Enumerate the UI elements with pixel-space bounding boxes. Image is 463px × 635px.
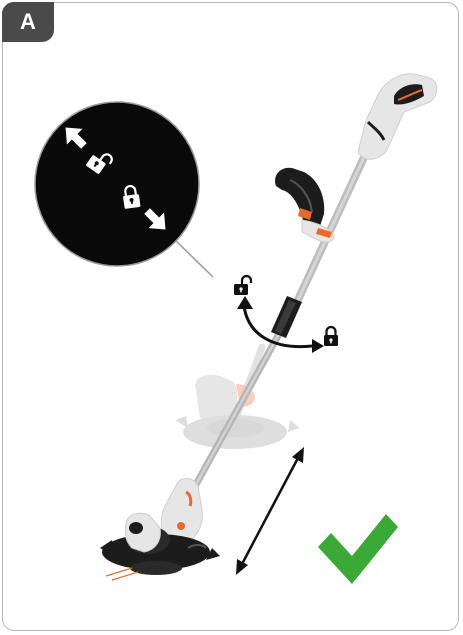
- ghost-trimmer: [175, 347, 300, 449]
- double-arrow-icon: [236, 447, 304, 575]
- lock-icon: [324, 327, 338, 346]
- detail-callout: [35, 102, 213, 277]
- checkmark-icon: [318, 514, 398, 584]
- unlock-icon: [234, 276, 251, 295]
